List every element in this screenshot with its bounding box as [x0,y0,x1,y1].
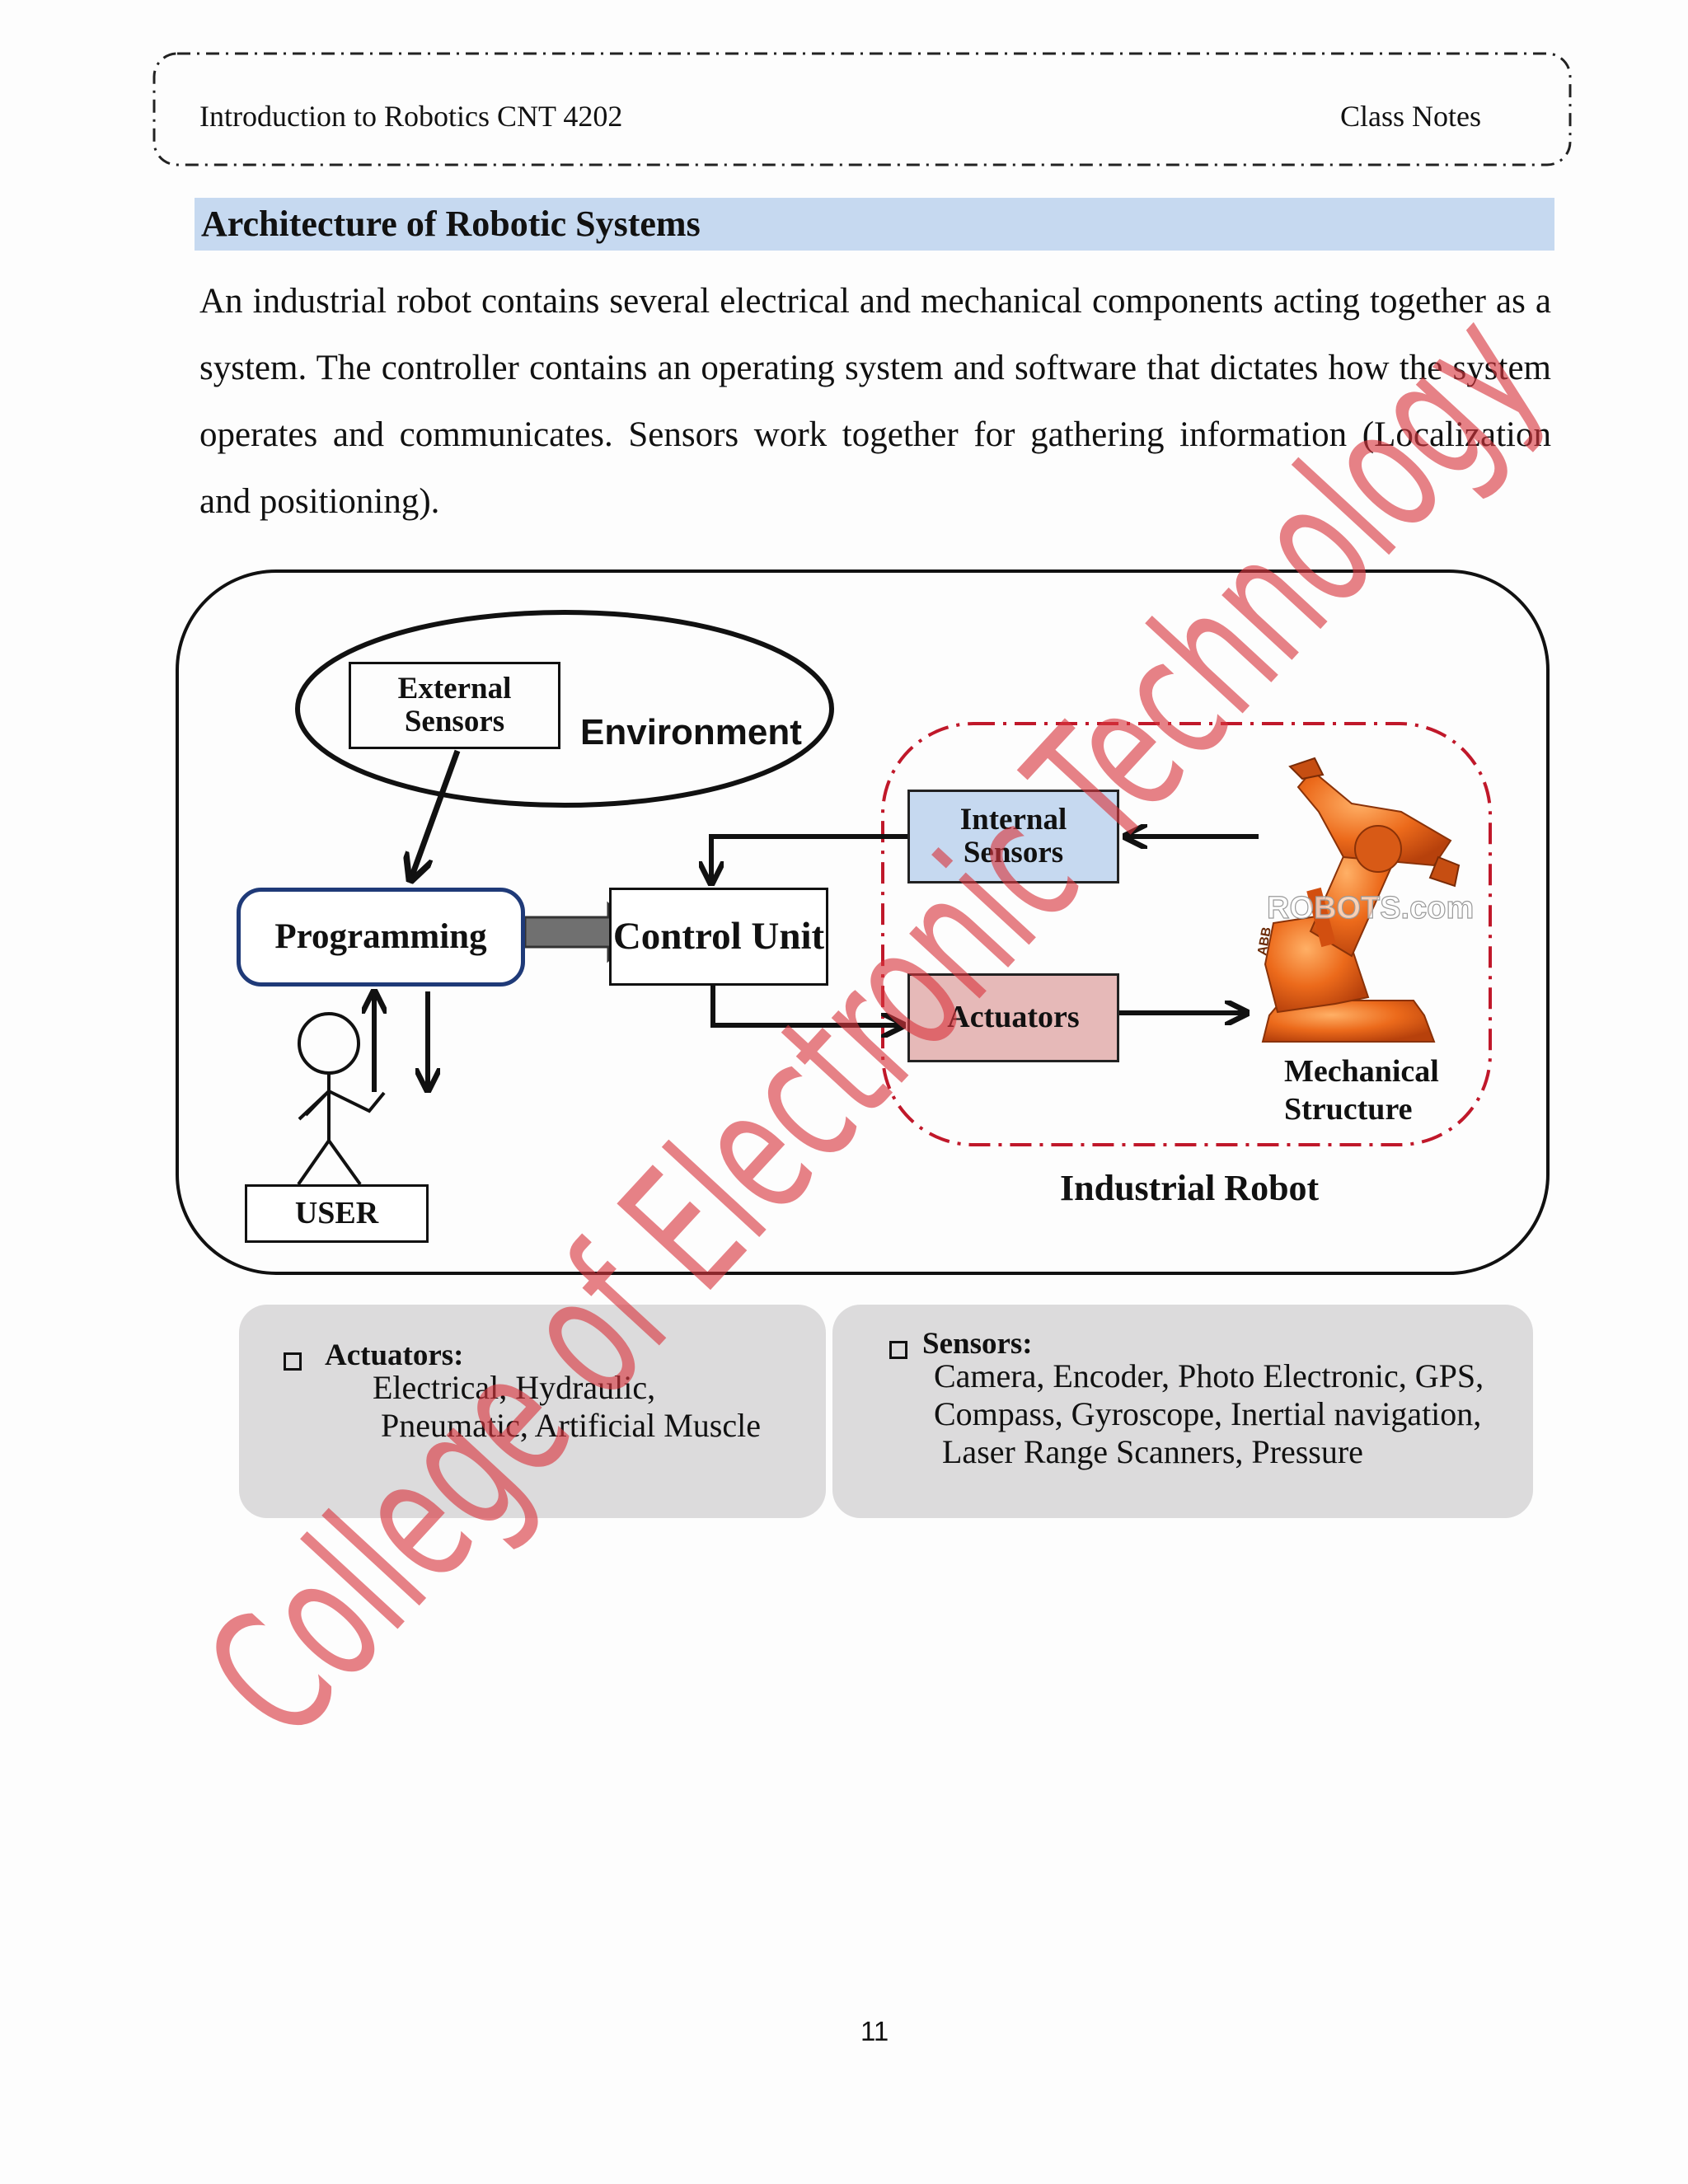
actuators-card-header: Actuators: [284,1338,464,1373]
sensors-card: Sensors: Camera, Encoder, Photo Electron… [832,1305,1533,1518]
sensors-card-title: Sensors: [922,1327,1033,1361]
environment-ellipse [295,610,834,808]
actuators-card-body: Electrical, Hydraulic, Pneumatic, Artifi… [373,1369,761,1444]
actuators-card-title: Actuators: [325,1338,464,1372]
header-class-notes: Class Notes [1340,100,1481,133]
intro-paragraph: An industrial robot contains several ele… [199,282,1551,521]
programming-box: Programming [237,888,525,987]
page-number: 11 [860,2016,889,2046]
mechanical-structure-label: Mechanical Structure [1284,1054,1439,1127]
environment-label: Environment [580,712,802,752]
sensors-card-body: Camera, Encoder, Photo Electronic, GPS, … [934,1357,1484,1470]
checkbox-icon [284,1352,302,1371]
checkbox-icon [889,1341,907,1360]
industrial-robot-image [1261,757,1461,1043]
user-stick-figure [297,1012,386,1186]
internal-sensors-box: Internal Sensors [907,790,1119,883]
user-box: USER [245,1184,429,1243]
actuators-box: Actuators [907,973,1119,1062]
header-frame [152,52,1572,166]
sensors-card-header: Sensors: [889,1326,1033,1361]
external-sensors-box: External Sensors [349,662,560,749]
industrial-robot-label: Industrial Robot [1060,1168,1320,1208]
section-heading: Architecture of Robotic Systems [195,198,1554,251]
robot-brand-label: ABB [1255,926,1274,957]
industrial-robot-boundary [881,722,1492,1146]
control-unit-box: Control Unit [609,888,828,986]
robot-image-watermark: ROBOTS.com [1267,891,1474,926]
header-course-title: Introduction to Robotics CNT 4202 [199,100,623,133]
actuators-card: Actuators: Electrical, Hydraulic, Pneuma… [239,1305,826,1518]
diagram-outer-frame [176,569,1550,1275]
